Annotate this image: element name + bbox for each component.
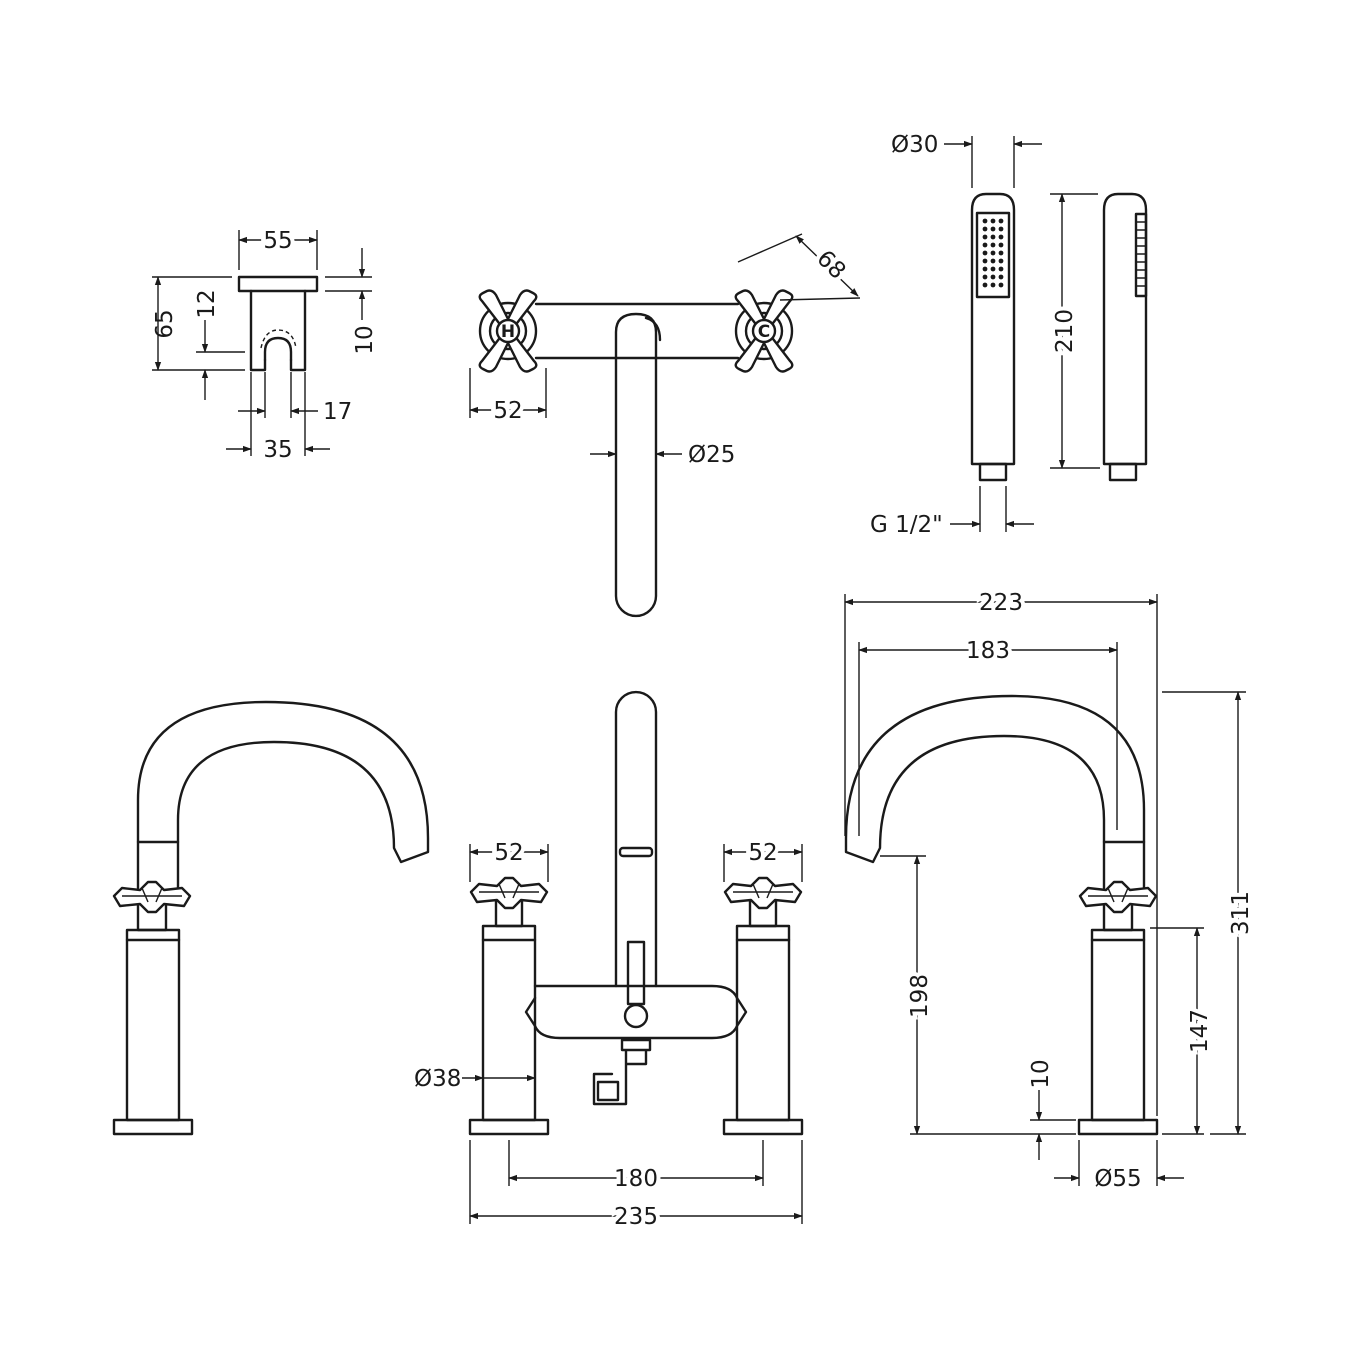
dim-side-total-height: 311: [1228, 891, 1254, 935]
top-spout-collar: [644, 316, 662, 342]
front-bridge: [524, 984, 748, 1040]
shower-spray-holes: [982, 218, 1004, 288]
dim-bridge-centres: 180: [614, 1166, 658, 1192]
front-spout: [614, 690, 658, 988]
shower-side-face: [1134, 212, 1148, 298]
dim-side-handle-height: 147: [1187, 1009, 1213, 1053]
right-side-view: 223 183 198 147 311 10 Ø55: [844, 586, 1258, 1196]
hot-mark: H: [501, 322, 515, 342]
dim-holder-gap: 17: [323, 399, 352, 425]
right-base: [1077, 1118, 1159, 1136]
dim-holder-base: 35: [263, 437, 292, 463]
shower-side-body: [1102, 192, 1148, 466]
dim-holder-plate: 10: [352, 325, 378, 354]
front-left-handle: [469, 876, 549, 910]
dim-handle-width: 52: [493, 398, 522, 424]
dim-shower-dia: Ø30: [891, 132, 938, 158]
dim-bridge-handle-left: 52: [494, 840, 523, 866]
dim-shower-thread: G 1/2": [870, 512, 943, 538]
front-left-body: [481, 924, 537, 1122]
dim-holder-width: 55: [263, 228, 292, 254]
top-hot-handle: H: [478, 289, 538, 373]
hand-shower-views: Ø30 210 G 1/2": [870, 132, 1148, 538]
dim-spout-dia: Ø25: [688, 442, 735, 468]
front-spout-collar: [618, 846, 654, 858]
front-shower-outlet: [592, 1038, 652, 1106]
shower-front-body: [970, 192, 1016, 466]
shower-front-face: [975, 211, 1011, 299]
shower-side-connector: [1108, 462, 1138, 482]
holder-plate: [237, 275, 319, 293]
front-right-body: [735, 924, 791, 1122]
dim-side-overall-reach: 223: [979, 590, 1023, 616]
right-body: [1090, 928, 1146, 1122]
dim-handle-span-line: [795, 235, 859, 297]
left-side-view: [112, 700, 430, 1136]
front-view: 52 52 Ø38 180 235: [414, 690, 804, 1234]
top-cold-handle: C: [734, 289, 794, 373]
holder-body: [249, 289, 307, 372]
front-right-handle: [723, 876, 803, 910]
dim-side-reach: 183: [966, 638, 1010, 664]
dim-shower-length: 210: [1052, 309, 1078, 353]
dim-holder-slot: 12: [194, 289, 220, 318]
top-view: H C 68 52 Ø25: [469, 233, 861, 618]
dim-handle-span: 68: [811, 246, 850, 285]
shower-front-connector: [978, 462, 1008, 482]
front-left-base: [468, 1118, 550, 1136]
dim-holder-height: 65: [152, 309, 178, 338]
dim-bridge-body-dia: Ø38: [414, 1066, 461, 1092]
shower-holder-view: 55 65 12 10 17 35: [152, 224, 378, 467]
cold-mark: C: [758, 322, 770, 342]
dim-bridge-handle-right: 52: [748, 840, 777, 866]
right-spout: [844, 694, 1146, 890]
dim-bridge-overall: 235: [614, 1204, 658, 1230]
top-spout: [614, 312, 658, 618]
dim-side-spout-height: 198: [907, 974, 933, 1018]
left-body: [125, 928, 181, 1122]
left-spout: [136, 700, 430, 890]
dim-side-base-dia: Ø55: [1094, 1166, 1141, 1192]
holder-hook: [263, 336, 293, 362]
front-diverter-knob: [623, 1003, 649, 1029]
dim-side-base: 10: [1028, 1059, 1054, 1088]
holder-hook-hidden: [260, 329, 297, 349]
left-base: [112, 1118, 194, 1136]
front-diverter-lever: [626, 940, 646, 1006]
front-right-base: [722, 1118, 804, 1136]
